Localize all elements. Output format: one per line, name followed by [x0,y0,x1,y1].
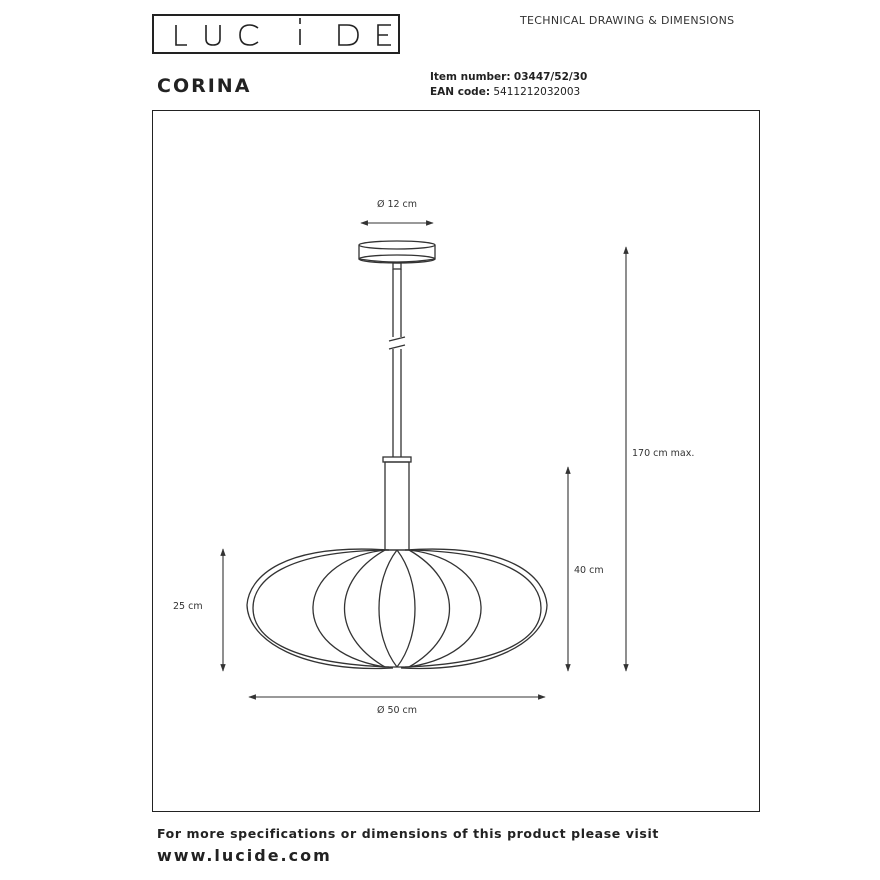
lamp-height-label: 40 cm [574,565,604,576]
item-number-line: Item number: 03447/52/30 [430,71,587,83]
total-height-label: 170 cm max. [632,448,695,459]
technical-drawing: Ø 12 cm 170 cm max. 40 cm 25 cm Ø 50 cm [173,199,695,716]
shade-height-label: 25 cm [173,601,203,612]
ean-code-label: EAN code: [430,86,491,98]
lamp-holder [382,456,412,551]
canopy-diameter-label: Ø 12 cm [376,199,418,210]
website-link[interactable]: www.lucide.com [157,846,332,865]
footer-note: For more specifications or dimensions of… [157,826,659,841]
ean-code-value: 5411212032003 [493,86,581,98]
item-number-label: Item number: [430,71,511,83]
document-heading: TECHNICAL DRAWING & DIMENSIONS [520,14,735,27]
lamp-shade [246,548,548,670]
shade-diameter-label: Ø 50 cm [376,705,418,716]
drawing-frame: Ø 12 cm 170 cm max. 40 cm 25 cm Ø 50 cm [152,110,760,812]
lucide-logo-mark [175,18,391,46]
ean-code-line: EAN code: 5411212032003 [430,86,580,98]
brand-logo [152,14,400,54]
item-number-value: 03447/52/30 [513,71,588,83]
product-name: CORINA [157,75,252,97]
ceiling-canopy [358,240,436,270]
suspension-cable [388,269,406,457]
